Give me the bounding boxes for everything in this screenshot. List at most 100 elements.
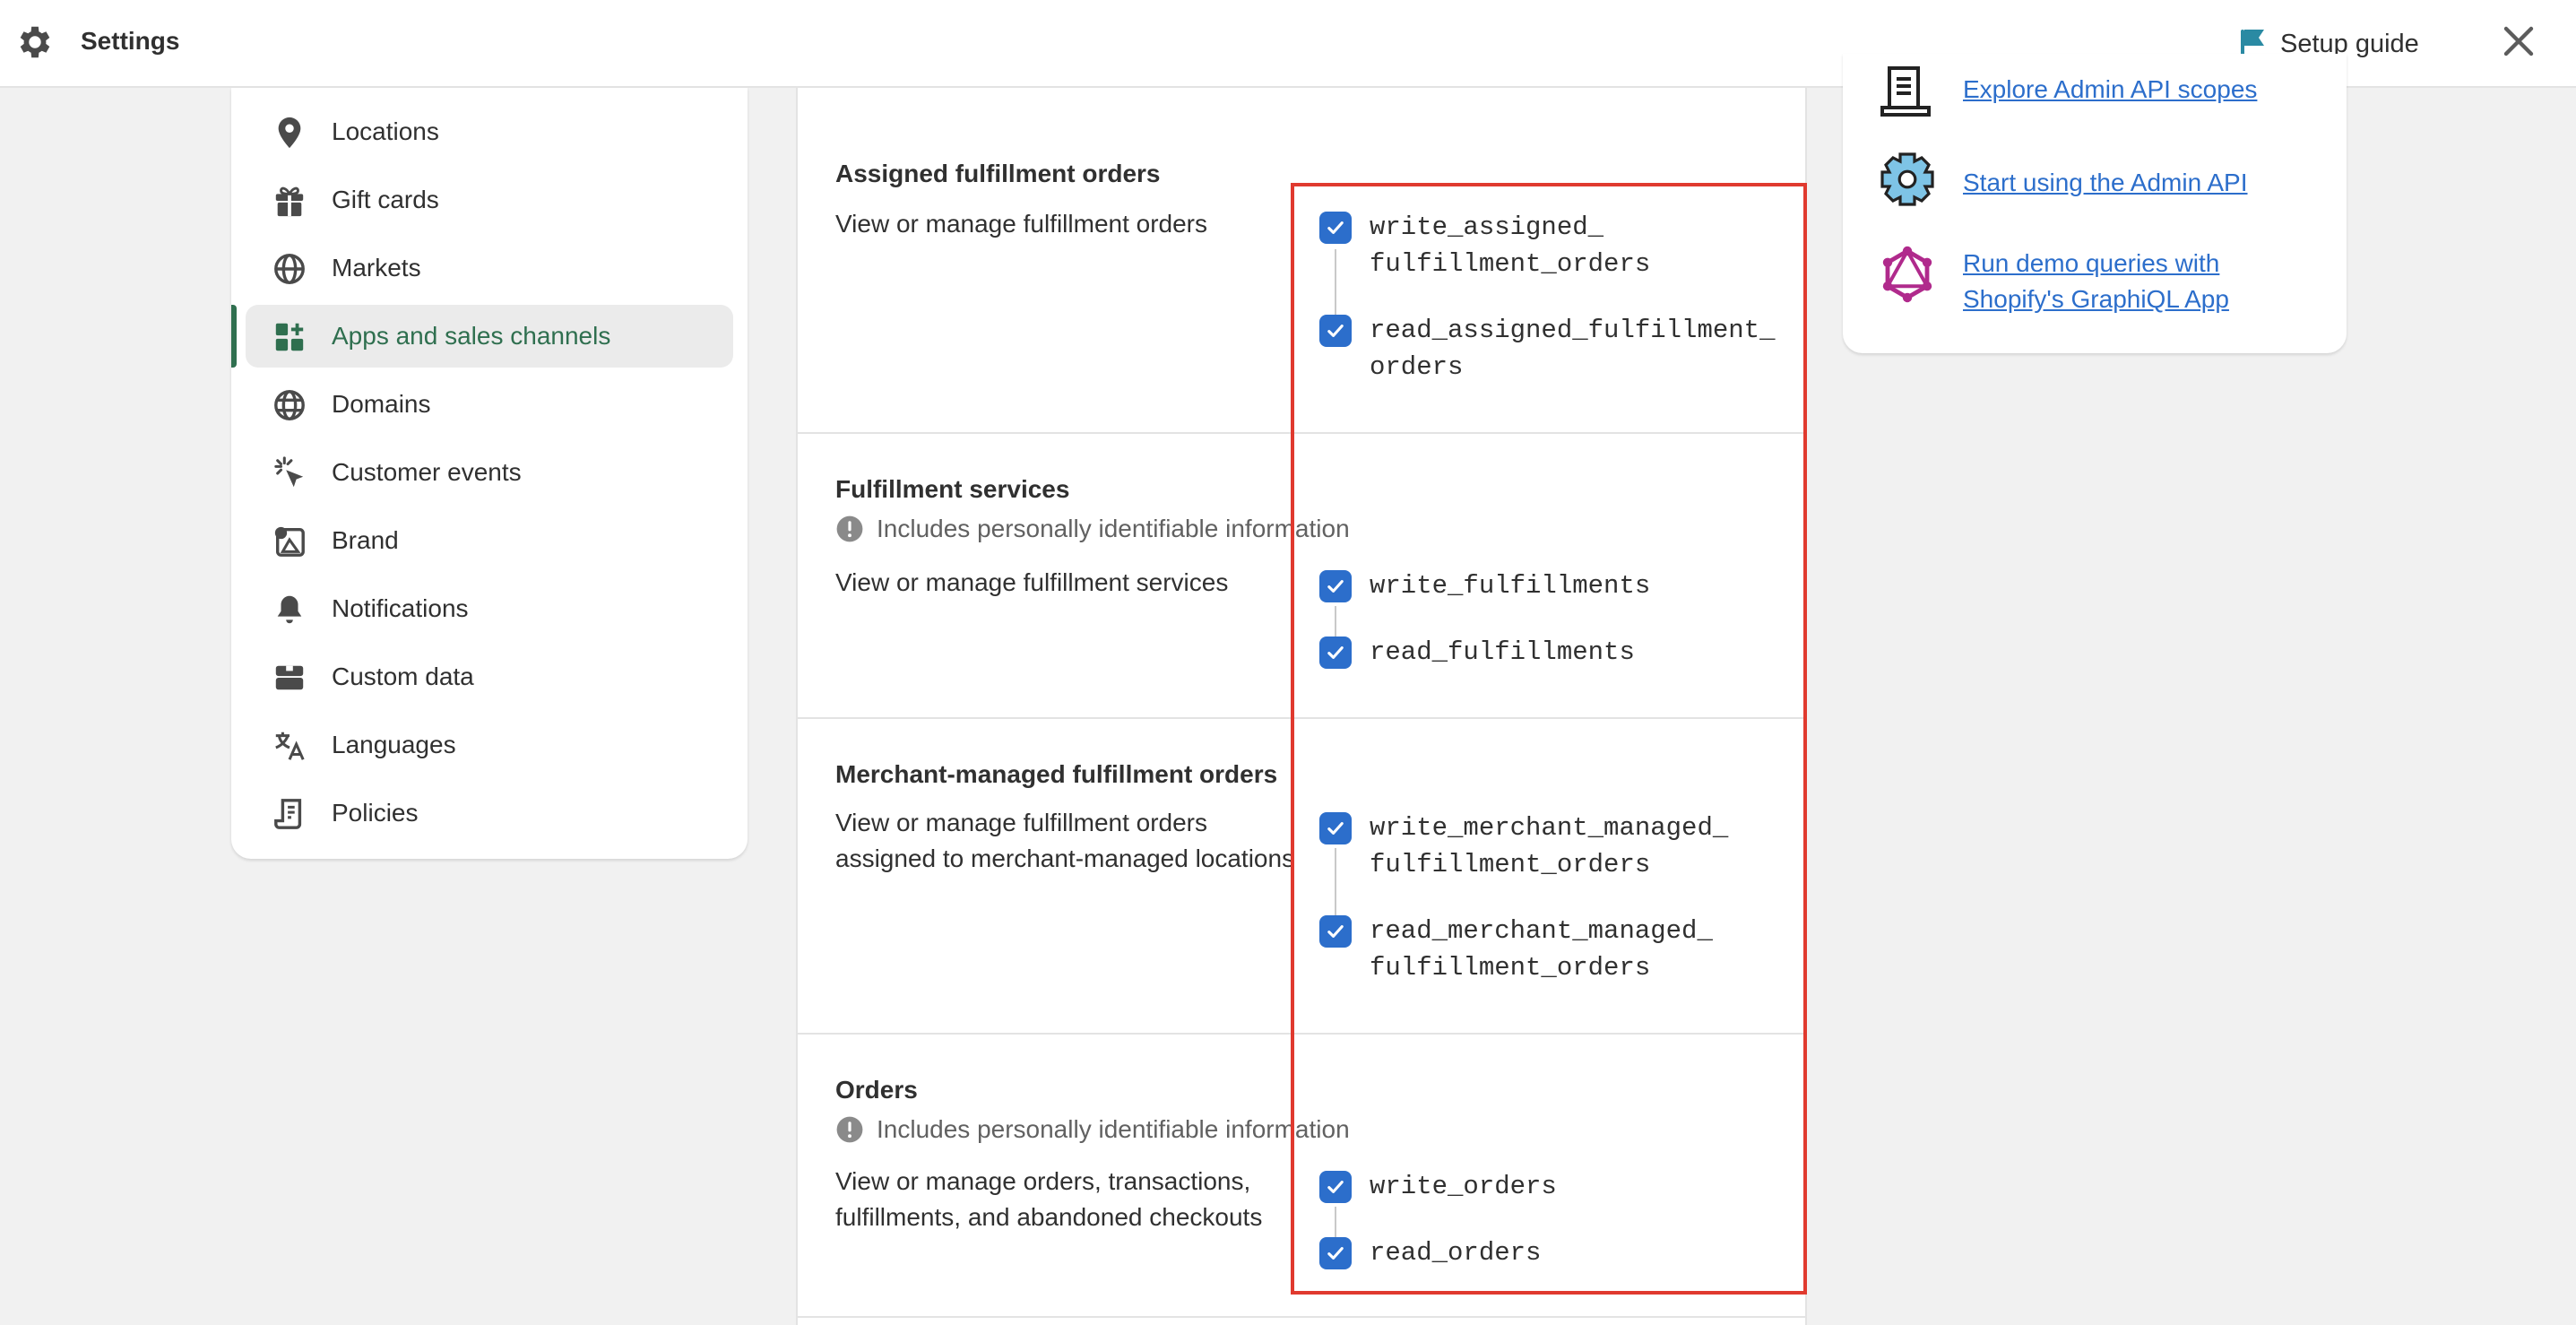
scope-checkbox-row[interactable]: read_fulfillments: [1319, 637, 1635, 671]
sidebar-item-custom-data[interactable]: Custom data: [246, 645, 733, 708]
setup-guide-button[interactable]: Setup guide: [2239, 23, 2419, 65]
sidebar-item-domains[interactable]: Domains: [246, 373, 733, 436]
scope-checkbox-row[interactable]: write_assigned_ fulfillment_orders: [1319, 212, 1650, 282]
scope-connector: [1335, 606, 1336, 651]
scope-checkbox-row[interactable]: write_fulfillments: [1319, 570, 1650, 604]
sidebar-item-apps-and-sales-channels[interactable]: Apps and sales channels: [246, 305, 733, 368]
start-using-admin-api-link[interactable]: Start using the Admin API: [1963, 169, 2248, 196]
alert-circle-icon: [836, 515, 863, 542]
database-icon: [275, 665, 304, 690]
alert-circle-icon: [836, 1116, 863, 1143]
brand-icon: [274, 526, 305, 557]
sidebar-item-locations[interactable]: Locations: [246, 100, 733, 163]
sidebar-item-notifications[interactable]: Notifications: [246, 577, 733, 640]
sidebar-item-brand[interactable]: Brand: [246, 509, 733, 572]
sidebar-item-label: Gift cards: [332, 186, 439, 213]
section-divider: [798, 432, 1805, 434]
close-icon[interactable]: [2501, 23, 2537, 59]
section-description: View or manage fulfillment orders assign…: [835, 809, 1295, 872]
pii-notice: Includes personally identifiable informa…: [835, 1115, 1350, 1144]
scope-name: write_assigned_ fulfillment_orders: [1370, 212, 1651, 279]
checkbox-checked[interactable]: [1319, 637, 1352, 669]
checkbox-checked[interactable]: [1319, 315, 1352, 347]
sidebar-item-policies[interactable]: Policies: [246, 782, 733, 844]
sidebar-item-label: Markets: [332, 254, 421, 281]
api-scopes-card: Assigned fulfillment orders View or mana…: [796, 88, 1807, 1325]
flag-icon: [2241, 30, 2264, 60]
scope-checkbox-row[interactable]: write_merchant_managed_ fulfillment_orde…: [1319, 812, 1728, 883]
checkmark-icon: [1327, 325, 1344, 337]
sidebar-item-label: Domains: [332, 390, 431, 418]
checkbox-checked[interactable]: [1319, 1171, 1352, 1203]
checkmark-icon: [1327, 822, 1344, 835]
scope-checkbox-row[interactable]: read_orders: [1319, 1237, 1541, 1271]
settings-sidebar: Locations Gift cards Markets Apps and sa…: [231, 88, 748, 859]
checkbox-checked[interactable]: [1319, 1237, 1352, 1269]
checkmark-icon: [1327, 1247, 1344, 1260]
active-indicator: [231, 305, 237, 368]
cursor-click-icon: [274, 456, 304, 488]
sidebar-item-label: Notifications: [332, 594, 469, 622]
scope-name: write_orders: [1370, 1172, 1557, 1201]
scope-connector: [1335, 1207, 1336, 1251]
scope-name: write_merchant_managed_ fulfillment_orde…: [1370, 813, 1729, 879]
scope-checkbox-row[interactable]: read_assigned_fulfillment_ orders: [1319, 315, 1775, 385]
sidebar-item-label: Languages: [332, 731, 456, 758]
section-title: Merchant-managed fulfillment orders: [835, 760, 1278, 788]
sidebar-item-label: Apps and sales channels: [332, 322, 611, 350]
sidebar-item-markets[interactable]: Markets: [246, 237, 733, 299]
section-description: View or manage fulfillment services: [835, 568, 1229, 596]
scope-name: read_fulfillments: [1370, 637, 1635, 667]
explore-admin-api-scopes-link[interactable]: Explore Admin API scopes: [1963, 75, 2258, 103]
checkmark-icon: [1327, 646, 1344, 659]
checkmark-icon: [1327, 580, 1344, 593]
scope-name: read_assigned_fulfillment_ orders: [1370, 316, 1776, 382]
pii-text: Includes personally identifiable informa…: [877, 1115, 1350, 1143]
scope-connector: [1335, 848, 1336, 920]
scope-connector: [1335, 249, 1336, 321]
section-description: View or manage orders, transactions, ful…: [835, 1167, 1263, 1231]
sidebar-item-label: Custom data: [332, 662, 474, 690]
section-divider: [798, 717, 1805, 719]
checkbox-checked[interactable]: [1319, 212, 1352, 244]
checkmark-icon: [1327, 925, 1344, 938]
section-description: View or manage fulfillment orders: [835, 210, 1208, 238]
scope-name: read_merchant_managed_ fulfillment_order…: [1370, 916, 1713, 983]
section-title: Fulfillment services: [835, 475, 1070, 503]
pii-text: Includes personally identifiable informa…: [877, 515, 1350, 542]
sidebar-item-label: Customer events: [332, 458, 522, 486]
document-icon: [1880, 66, 1931, 117]
checkbox-checked[interactable]: [1319, 570, 1352, 602]
domains-globe-icon: [274, 390, 305, 420]
scope-name: read_orders: [1370, 1238, 1542, 1268]
sidebar-item-languages[interactable]: Languages: [246, 714, 733, 776]
scope-name: write_fulfillments: [1370, 571, 1651, 601]
checkmark-icon: [1327, 221, 1344, 234]
gift-icon: [275, 186, 304, 217]
checkbox-checked[interactable]: [1319, 915, 1352, 948]
resources-card: Explore Admin API scopes Start using the…: [1843, 54, 2347, 353]
gear-pixel-icon: [1880, 152, 1934, 206]
scope-checkbox-row[interactable]: read_merchant_managed_ fulfillment_order…: [1319, 915, 1713, 986]
sidebar-item-gift-cards[interactable]: Gift cards: [246, 169, 733, 231]
gear-icon[interactable]: [14, 22, 56, 63]
checkbox-checked[interactable]: [1319, 812, 1352, 844]
sidebar-item-customer-events[interactable]: Customer events: [246, 441, 733, 504]
pii-notice: Includes personally identifiable informa…: [835, 515, 1350, 543]
scope-checkbox-row[interactable]: write_orders: [1319, 1171, 1557, 1205]
sidebar-item-label: Policies: [332, 799, 419, 827]
graphiql-demo-link[interactable]: Run demo queries with Shopify's GraphiQL…: [1963, 249, 2229, 313]
section-divider: [798, 1033, 1805, 1035]
graphql-icon: [1882, 246, 1932, 303]
bell-icon: [277, 595, 302, 624]
section-divider: [798, 1316, 1805, 1318]
apps-icon: [275, 323, 304, 351]
section-title: Orders: [835, 1076, 918, 1104]
scroll-icon: [274, 799, 302, 829]
translate-icon: [275, 732, 305, 760]
page-title: Settings: [81, 27, 180, 55]
checkmark-icon: [1327, 1181, 1344, 1193]
sidebar-item-label: Brand: [332, 526, 399, 554]
section-title: Assigned fulfillment orders: [835, 160, 1161, 187]
globe-icon: [274, 254, 305, 284]
